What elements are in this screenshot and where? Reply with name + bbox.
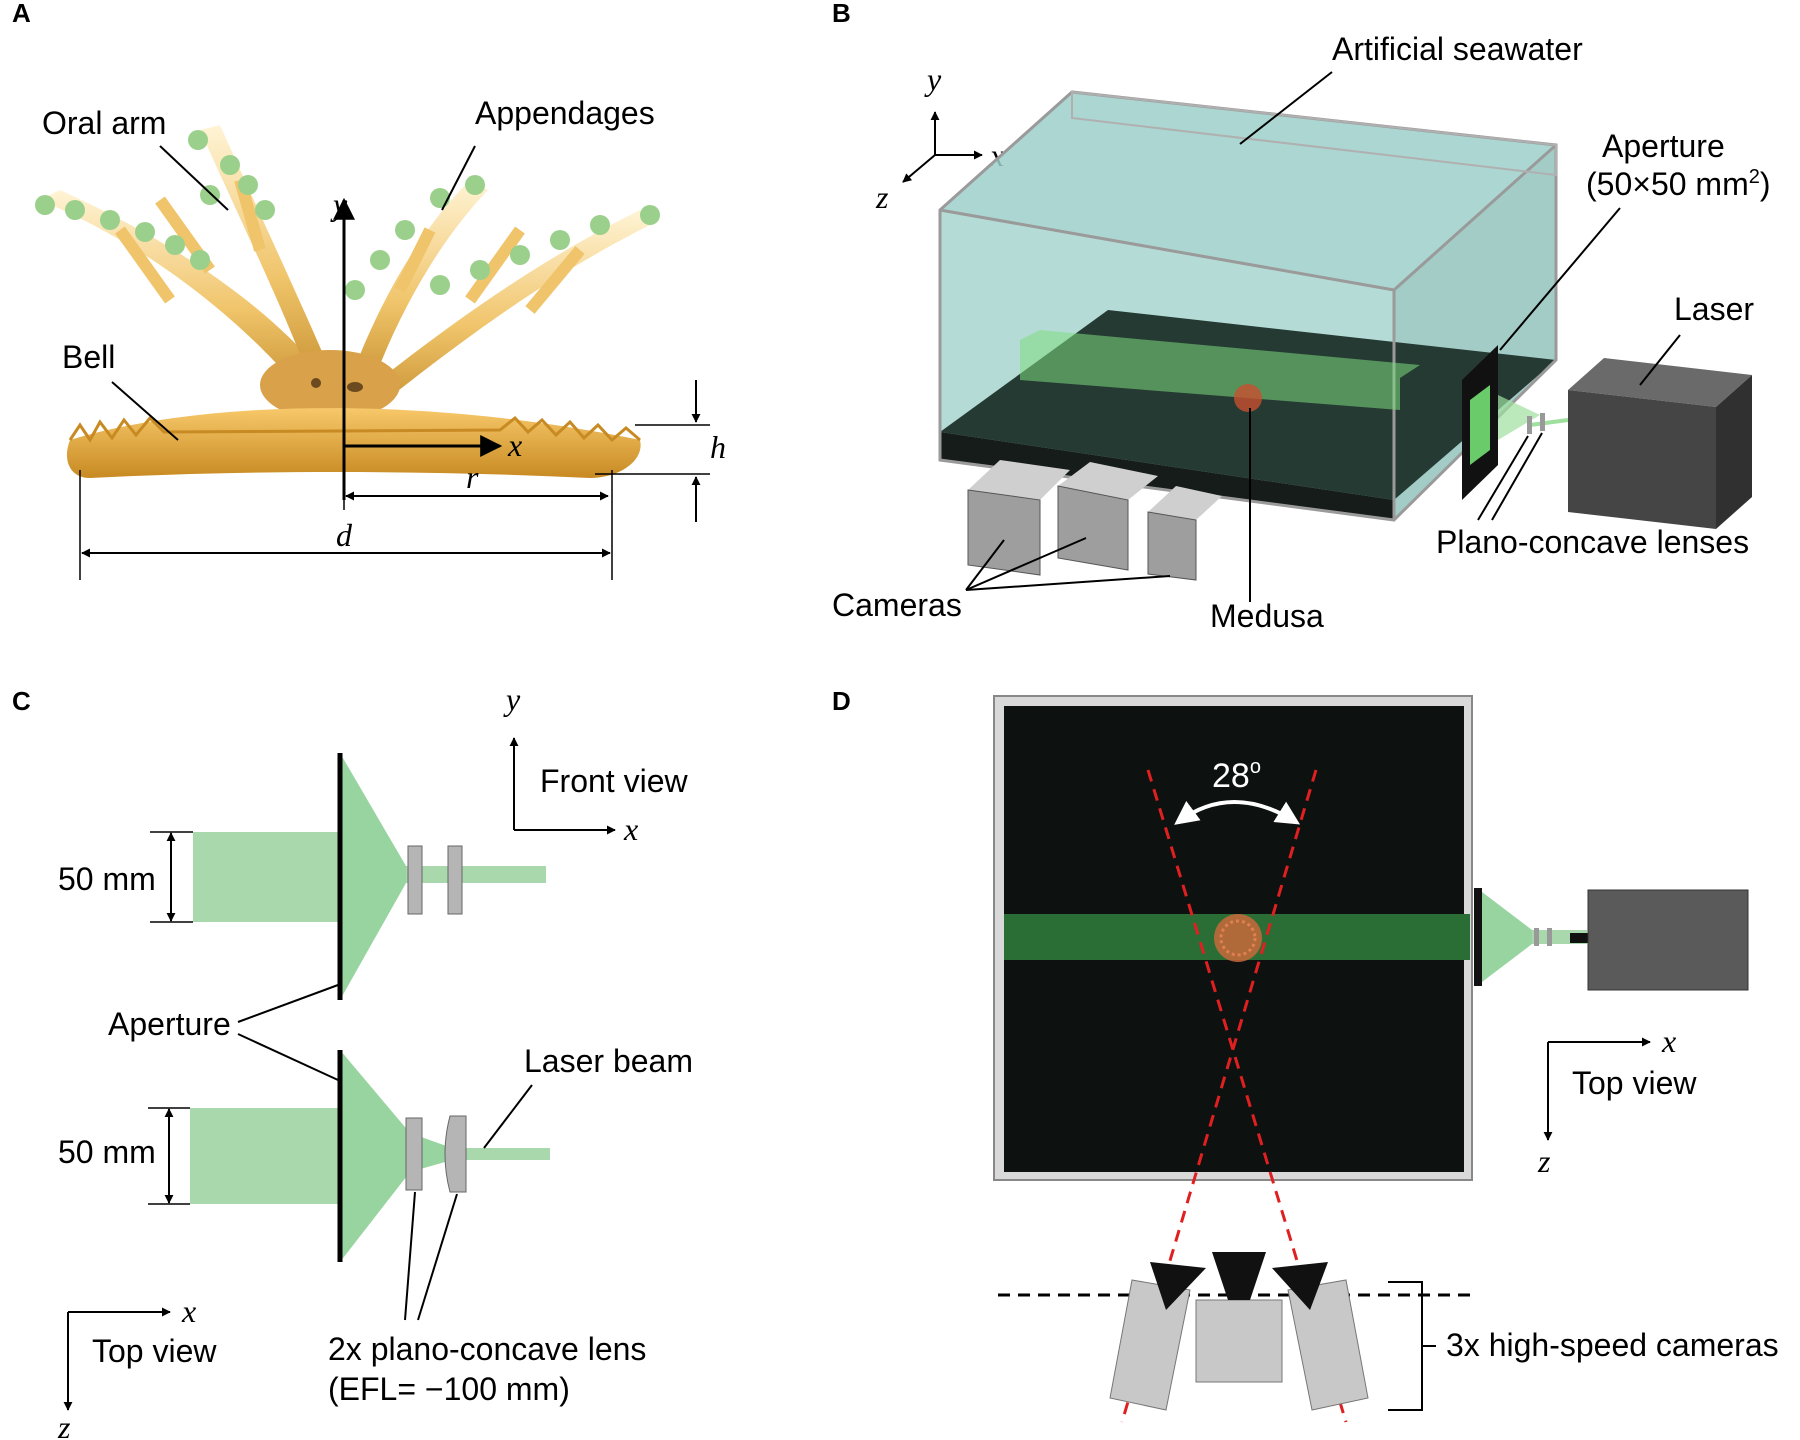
panel-b: B y x z — [832, 0, 1771, 634]
angle-arc — [1174, 800, 1301, 825]
cameras — [967, 460, 1222, 581]
c-aperture-label: Aperture — [108, 1006, 231, 1042]
c-front-x-label: x — [623, 811, 638, 847]
medusa-label: Medusa — [1210, 598, 1324, 634]
bell-fringe — [68, 415, 641, 443]
cameras-bracket — [1388, 1281, 1423, 1411]
d-aperture — [1474, 888, 1482, 986]
d-lens-1 — [1534, 928, 1539, 946]
bell-label: Bell — [62, 339, 115, 375]
panel-label-c: C — [12, 686, 31, 716]
top-lens-1 — [405, 1117, 423, 1191]
d-cameras-label: 3x high-speed cameras — [1446, 1327, 1779, 1363]
lens-label-line2: (EFL= −100 mm) — [328, 1371, 570, 1407]
panel-label-b: B — [832, 0, 851, 28]
laser-box — [1568, 358, 1752, 529]
d-top-view-label: Top view — [1572, 1065, 1697, 1101]
aperture-label: Aperture — [1602, 128, 1725, 164]
medusa-in-tank — [1234, 384, 1262, 412]
bell — [66, 408, 641, 478]
oral-arms — [40, 125, 650, 420]
oral-arm-label: Oral arm — [42, 105, 166, 141]
laser-label: Laser — [1674, 291, 1754, 327]
top-beam — [190, 1108, 340, 1204]
appendages-label: Appendages — [475, 95, 655, 131]
aperture-size-label: (50×50 mm2) — [1586, 166, 1771, 202]
front-dimension-label: 50 mm — [58, 861, 156, 897]
laser-beam-label: Laser beam — [524, 1043, 693, 1079]
a-x-axis-label: x — [507, 427, 522, 463]
front-lens-1 — [407, 845, 423, 915]
high-speed-cameras — [998, 1252, 1478, 1411]
angle-label: 28o — [1212, 756, 1261, 795]
b-z-axis-label: z — [875, 179, 889, 215]
panel-a: A y x — [12, 0, 726, 580]
c-top-x-label: x — [181, 1293, 196, 1329]
d-lens-2 — [1547, 928, 1552, 946]
front-view-label: Front view — [540, 763, 688, 799]
b-lens-1 — [1527, 416, 1532, 434]
d-x-label: x — [1661, 1023, 1676, 1059]
panel-label-d: D — [832, 686, 851, 716]
laser-sheet — [1020, 330, 1420, 410]
b-z-axis — [902, 154, 936, 183]
lenses-label: Plano-concave lenses — [1436, 524, 1749, 560]
d-dimension-label: d — [336, 517, 353, 553]
lens-label-line1: 2x plano-concave lens — [328, 1331, 646, 1367]
front-lens-2 — [447, 845, 463, 915]
panel-d: D 28o 3x high-speed came — [832, 686, 1779, 1423]
top-lens-2 — [444, 1115, 467, 1193]
b-lens-2 — [1540, 413, 1545, 431]
appendage-clusters — [35, 130, 660, 300]
panel-c: C y x Front view 50 mm Aperture 50 mm — [12, 681, 693, 1440]
top-dimension-label: 50 mm — [58, 1134, 156, 1170]
seawater-label: Artificial seawater — [1332, 31, 1583, 67]
r-dimension-label: r — [466, 459, 479, 495]
c-top-z-label: z — [57, 1409, 71, 1440]
h-dimension-label: h — [710, 429, 726, 465]
panel-label-a: A — [12, 0, 31, 28]
a-y-axis-label: y — [330, 186, 348, 222]
d-laser-box — [1587, 889, 1749, 991]
c-top-view-label: Top view — [92, 1333, 217, 1369]
b-y-axis-label: y — [924, 61, 942, 97]
front-beam — [193, 832, 340, 922]
d-z-label: z — [1537, 1143, 1551, 1179]
c-front-y-label: y — [503, 681, 521, 717]
cameras-label: Cameras — [832, 587, 962, 623]
